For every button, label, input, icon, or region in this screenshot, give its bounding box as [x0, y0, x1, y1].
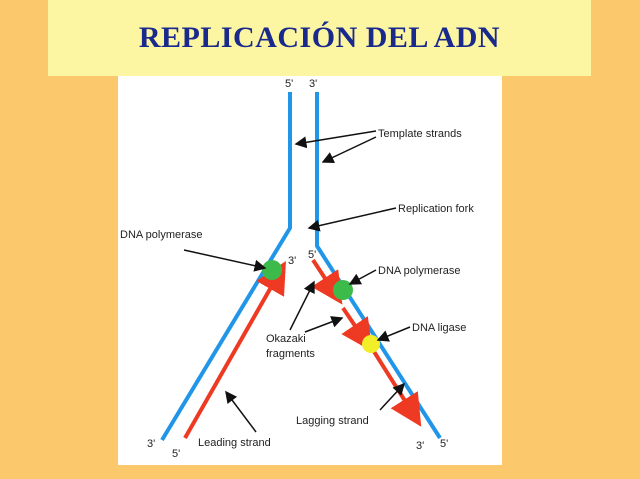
end-bottom-right-inner: 3' [416, 440, 424, 452]
arrow-okazaki-2 [304, 316, 344, 333]
label-okazaki-line1: Okazaki [266, 333, 306, 345]
arrow-replication-fork [307, 207, 397, 232]
dna-ligase-blob [362, 335, 380, 353]
label-leading-strand: Leading strand [198, 437, 271, 449]
end-top-right: 3' [309, 78, 317, 90]
label-template-strands: Template strands [378, 128, 462, 140]
arrow-template-1 [294, 130, 377, 149]
end-bottom-left-outer: 3' [147, 438, 155, 450]
arrow-dna-polymerase-right [348, 269, 377, 285]
dna-polymerase-left-blob [262, 260, 282, 280]
template-strand-right [315, 92, 442, 440]
arrow-lagging-strand [379, 382, 406, 411]
label-dna-polymerase-right: DNA polymerase [378, 265, 461, 277]
label-dna-polymerase-left: DNA polymerase [120, 229, 203, 241]
label-dna-ligase: DNA ligase [412, 322, 466, 334]
arrow-okazaki-1 [289, 280, 315, 331]
template-strand-left [160, 92, 292, 442]
arrow-dna-ligase [376, 326, 411, 342]
arrow-template-2 [321, 136, 377, 163]
end-fork-right: 5' [308, 249, 316, 261]
label-lagging-strand: Lagging strand [296, 415, 369, 427]
page-title: REPLICACIÓN DEL ADN [138, 21, 501, 54]
arrow-leading-strand [225, 390, 257, 433]
end-bottom-left-inner: 5' [172, 448, 180, 460]
title-banner: REPLICACIÓN DEL ADN [48, 0, 591, 76]
end-fork-left: 3' [288, 255, 296, 267]
diagram-panel [118, 76, 502, 465]
dna-polymerase-right-blob [333, 280, 353, 300]
label-okazaki-line2: fragments [266, 348, 315, 360]
leading-strand-line [183, 261, 286, 439]
end-bottom-right-outer: 5' [440, 438, 448, 450]
label-replication-fork: Replication fork [398, 203, 474, 215]
arrow-dna-polymerase-left [183, 249, 267, 272]
end-top-left: 5' [285, 78, 293, 90]
